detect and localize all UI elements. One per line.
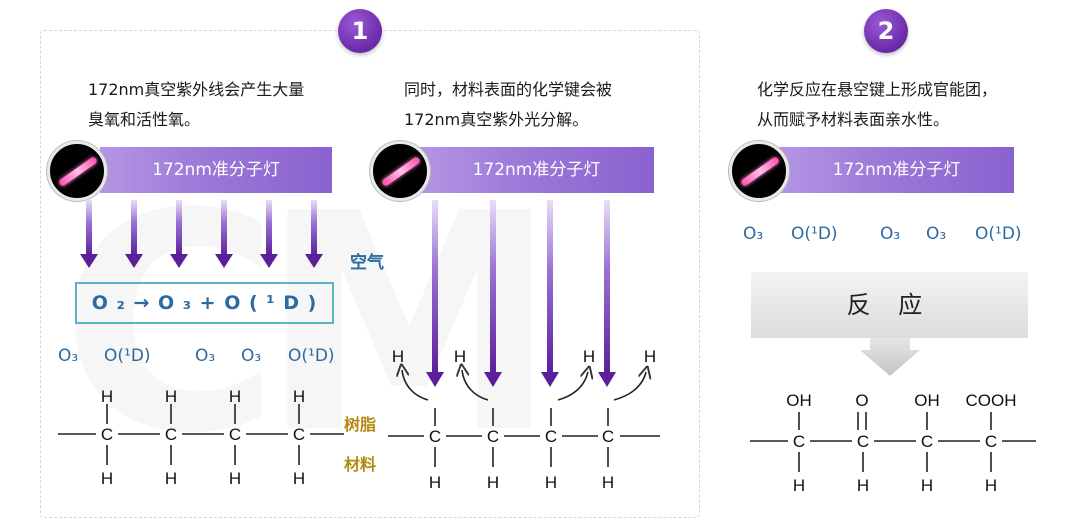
excimer-lamp-bar-panel2: 172nm准分子灯 (779, 147, 1014, 193)
functional-group: OH (914, 391, 940, 410)
atom-h: H (921, 476, 933, 495)
atom-h: H (229, 387, 241, 406)
species-label: O₃ (926, 224, 947, 244)
background-watermark: M (260, 150, 559, 499)
atom-h: H (857, 476, 869, 495)
atom-c: C (101, 425, 113, 444)
atom-h-released: H (392, 347, 404, 366)
atom-c: C (545, 427, 557, 446)
atom-c: C (857, 432, 869, 451)
atom-h: H (293, 469, 305, 488)
ozone-reaction-equation: O ₂ → O ₃ + O ( ¹ D ) (75, 282, 334, 324)
excimer-lamp-bar-left: 172nm准分子灯 (100, 147, 332, 193)
atom-c: C (602, 427, 614, 446)
atom-h: H (229, 469, 241, 488)
functional-group: O (855, 391, 868, 410)
atom-c: C (229, 425, 241, 444)
species-label: O(¹D) (104, 346, 151, 366)
atom-h: H (602, 473, 614, 492)
functional-group: COOH (966, 391, 1017, 410)
atom-h: H (101, 387, 113, 406)
caption-functional-groups: 化学反应在悬空键上形成官能团， 从而赋予材料表面亲水性。 (757, 80, 998, 129)
air-label: 空气 (350, 253, 384, 273)
atom-c: C (487, 427, 499, 446)
atom-h-released: H (454, 347, 466, 366)
step-badge-1: 1 (338, 9, 382, 53)
atom-h: H (429, 473, 441, 492)
species-label: O(¹D) (975, 224, 1022, 244)
uv-arrows-short (80, 200, 323, 268)
species-label: O(¹D) (791, 224, 838, 244)
atom-h: H (293, 387, 305, 406)
atom-h: H (165, 387, 177, 406)
excimer-lamp-bar-right: 172nm准分子灯 (419, 147, 654, 193)
excimer-lamp-icon (47, 141, 107, 201)
functional-group: OH (786, 391, 812, 410)
atom-c: C (921, 432, 933, 451)
caption-bond-decomposition: 同时，材料表面的化学键会被 172nm真空紫外光分解。 (404, 80, 613, 129)
reaction-arrow (860, 338, 920, 376)
species-label: O₃ (195, 346, 216, 366)
atom-h: H (793, 476, 805, 495)
step-badge-2: 2 (864, 9, 908, 53)
atom-c: C (985, 432, 997, 451)
atom-c: C (165, 425, 177, 444)
molecular-chain-functionalized (750, 412, 1036, 472)
excimer-lamp-icon (729, 141, 789, 201)
atom-h: H (985, 476, 997, 495)
molecular-chain-broken (388, 370, 660, 467)
species-label: O₃ (241, 346, 262, 366)
atom-h-released: H (583, 347, 595, 366)
atom-h: H (101, 469, 113, 488)
species-label: O(¹D) (288, 346, 335, 366)
atom-labels: H C H H C H H C H H C H H H H H C C C C … (101, 347, 1017, 495)
species-label: O₃ (880, 224, 901, 244)
reaction-banner: 反 应 (751, 272, 1028, 338)
species-label: O₃ (58, 346, 79, 366)
atom-h: H (165, 469, 177, 488)
species-label: O₃ (743, 224, 764, 244)
background-watermark: C (60, 150, 281, 499)
resin-material-label: 材料 (344, 455, 377, 474)
caption-ozone-generation: 172nm真空紫外线会产生大量 臭氧和活性氧。 (88, 80, 305, 129)
molecular-chain-intact (58, 404, 344, 465)
atom-h-released: H (644, 347, 656, 366)
uv-arrows-long (426, 200, 616, 387)
atom-h: H (487, 473, 499, 492)
excimer-lamp-icon (370, 141, 430, 201)
atom-c: C (293, 425, 305, 444)
atom-c: C (793, 432, 805, 451)
resin-material-label: 树脂 (344, 415, 377, 434)
atom-h: H (545, 473, 557, 492)
atom-c: C (429, 427, 441, 446)
